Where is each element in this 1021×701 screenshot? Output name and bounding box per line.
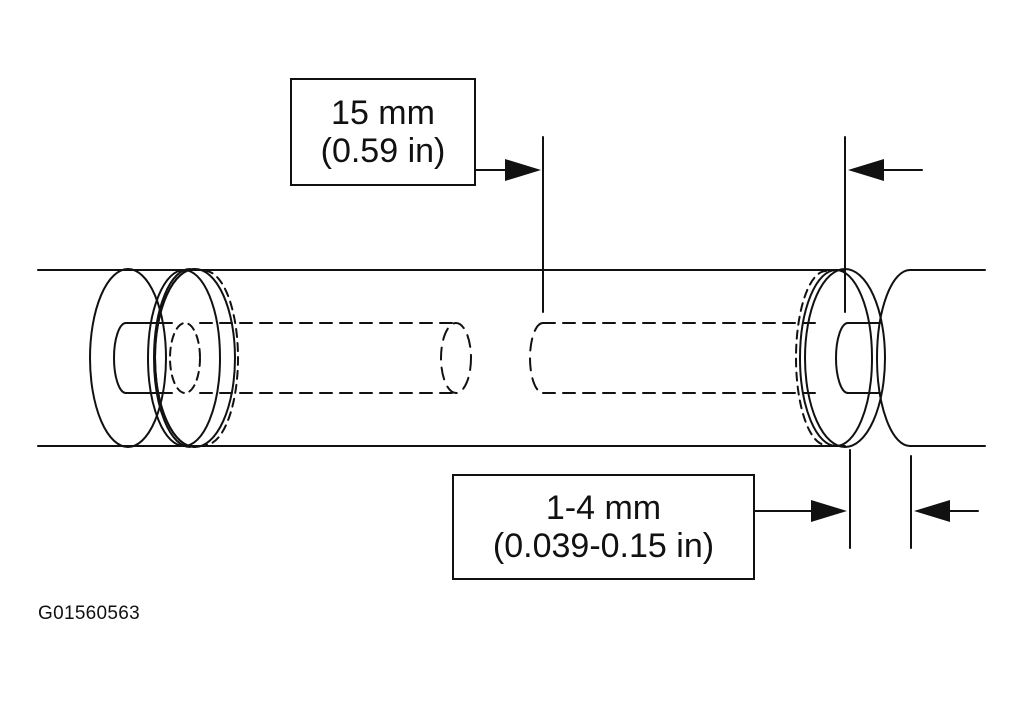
gap-mm: 1-4 mm <box>545 488 662 527</box>
figure-id: G01560563 <box>38 603 141 624</box>
inner-tube-left <box>113 322 201 394</box>
right-clamp-ring <box>795 268 886 448</box>
left-clamp-ring <box>147 268 239 448</box>
gap-in: (0.039-0.15 in) <box>492 527 715 565</box>
dimension-arrow-length-left <box>475 159 541 181</box>
right-pipe-end <box>876 269 911 447</box>
dimension-arrow-length-right <box>848 159 923 181</box>
dimension-label-length: 15 mm (0.59 in) <box>290 78 476 186</box>
inner-tube-right <box>835 322 881 394</box>
inner-tube-hidden <box>199 322 821 394</box>
dimension-arrow-gap-left <box>754 500 847 522</box>
dimension-label-gap: 1-4 mm (0.039-0.15 in) <box>452 474 755 580</box>
dimension-arrow-gap-right <box>914 500 979 522</box>
extension-lines <box>542 136 912 549</box>
outer-pipe <box>37 269 986 447</box>
left-pipe-end <box>89 268 167 448</box>
length-in: (0.59 in) <box>320 132 446 170</box>
length-mm: 15 mm <box>331 93 435 132</box>
